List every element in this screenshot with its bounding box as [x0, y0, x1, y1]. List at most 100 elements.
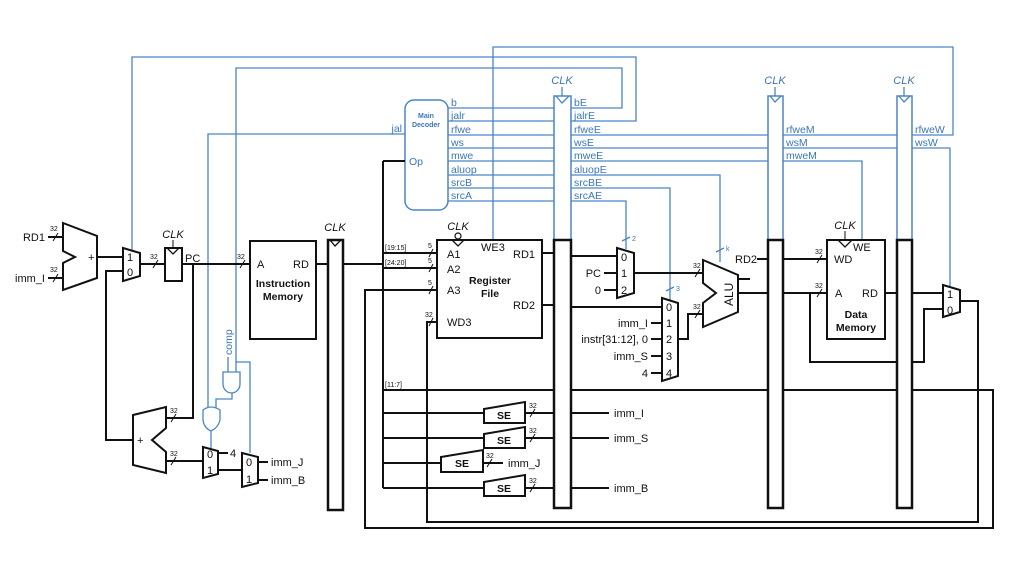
decode-execute-register-control	[553, 95, 572, 241]
signal-wsw: wsW	[914, 137, 938, 149]
dmem-a-port: A	[835, 288, 843, 300]
width-slash	[694, 309, 701, 319]
decode-execute-register	[552, 238, 573, 510]
sign-extend-i	[483, 400, 526, 424]
signal-rfwem: rfweM	[786, 124, 815, 136]
width-label: 32	[486, 453, 494, 460]
width-label: 32	[237, 254, 245, 261]
signal-jalre: jalrE	[573, 110, 595, 122]
signal-b: b	[451, 97, 457, 109]
sign-extend-s	[483, 425, 526, 449]
clock-triangle-icon	[837, 239, 853, 248]
wire-jalre	[131, 56, 637, 250]
rf-title: File	[481, 288, 499, 300]
signal-rfwee: rfweE	[574, 124, 601, 136]
wire-adder2-out	[105, 270, 133, 441]
width-slash	[529, 483, 536, 493]
sign-extend-b	[483, 473, 526, 497]
execute-stage: 0 1 2 PC 0 0 1 2 3 4 imm_I instr[31:12],…	[581, 246, 757, 383]
width-label: 5	[428, 258, 432, 265]
bus-width-markers: 32 32 32 32 32 32 5 5 5 32 32 32 32 32 3…	[50, 226, 823, 493]
decoder-title: Main	[418, 113, 434, 120]
srcb-select-width: 3	[676, 286, 680, 293]
result-select-mux	[942, 283, 961, 319]
pipeline-registers: CLK CLK CLK CLK	[324, 75, 915, 512]
imm-j-input-label: imm_J	[271, 457, 303, 469]
memory-stage: CLK WE WD A RD Data Memory	[826, 220, 886, 340]
rd2-label: RD2	[735, 254, 757, 266]
mux-input-label: 1	[666, 318, 672, 330]
width-slash	[428, 263, 434, 273]
clock-triangle-icon	[329, 239, 342, 247]
clock-triangle-icon	[769, 95, 782, 103]
signal-mwem: mweM	[786, 150, 817, 162]
wire-rf-rd1	[542, 252, 617, 257]
imm-s-output-label: imm_S	[614, 433, 648, 445]
main-decoder-box	[404, 99, 449, 211]
width-slash	[694, 268, 701, 278]
clk-label: CLK	[324, 222, 346, 234]
signal-wsm: wsM	[785, 137, 808, 149]
wire-result	[426, 300, 979, 523]
register-file	[436, 239, 543, 339]
decoder-title: Decoder	[412, 122, 440, 129]
rf-a1-port: A1	[447, 249, 460, 261]
clk-label: CLK	[893, 75, 915, 87]
width-label: 32	[170, 408, 178, 415]
width-slash	[152, 259, 159, 269]
mux-input-label: 1	[207, 465, 213, 477]
clk-label: CLK	[551, 75, 573, 87]
memory-signal-labels: rfweM wsM mweM	[785, 124, 817, 162]
fetch-stage: RD1 imm_I + 1 0 CLK PC A RD Instruction …	[15, 221, 317, 489]
width-label: 32	[529, 403, 537, 410]
signal-ws: ws	[450, 137, 464, 149]
execute-signal-labels: bE jalrE rfweE wsE mweE aluopE srcBE src…	[573, 97, 607, 202]
width-label: 5	[428, 280, 432, 287]
imm-select-mux	[241, 451, 259, 489]
width-slash	[239, 259, 246, 269]
mux-input-label: 1	[127, 252, 133, 264]
wire-wsw	[912, 147, 951, 287]
width-label: 32	[425, 312, 433, 319]
rf-rd2-port: RD2	[513, 300, 535, 312]
mux-input-label: 0	[666, 302, 672, 314]
alu-control-width: k	[726, 246, 730, 253]
offset-select-mux	[202, 445, 219, 480]
width-slash	[621, 236, 631, 242]
src-b-upper-imm-label: instr[31:12], 0	[581, 334, 648, 346]
signal-aluope: aluopE	[574, 164, 607, 176]
clk-label: CLK	[447, 221, 469, 233]
writeback-stage: 1 0	[942, 283, 961, 319]
execute-memory-register-control	[767, 95, 784, 241]
memory-writeback-register-control	[896, 95, 913, 241]
alu-label: ALU	[722, 283, 736, 306]
width-label: 32	[150, 254, 158, 261]
decoder-jal-label: jal	[390, 123, 402, 135]
width-slash	[486, 458, 493, 468]
mux-input-label: 2	[666, 334, 672, 346]
width-slash	[428, 248, 434, 258]
imm-b-output-label: imm_B	[614, 483, 648, 495]
clk-label: CLK	[162, 229, 184, 241]
src-a-zero-label: 0	[595, 285, 601, 297]
mux-input-label: 1	[621, 268, 627, 280]
clock-triangle-icon	[555, 95, 570, 104]
clock-triangle-icon	[166, 247, 180, 255]
width-label: 32	[170, 451, 178, 458]
signal-wse: wsE	[573, 137, 594, 149]
signal-srcbe: srcBE	[574, 177, 602, 189]
width-label: 5	[428, 243, 432, 250]
width-slash	[715, 247, 725, 253]
src-b-four-label: 4	[642, 368, 648, 380]
width-slash	[170, 456, 177, 466]
width-label: 32	[529, 428, 537, 435]
mux-input-label: 1	[947, 289, 953, 301]
instruction-memory	[249, 240, 317, 340]
se-label: SE	[497, 483, 511, 495]
width-label: 32	[693, 263, 701, 270]
src-a-mux	[616, 246, 635, 300]
branch-target-adder	[132, 405, 167, 475]
imem-address-port: A	[257, 259, 265, 271]
imm-b-input-label: imm_B	[271, 475, 305, 487]
width-slash	[529, 408, 536, 418]
